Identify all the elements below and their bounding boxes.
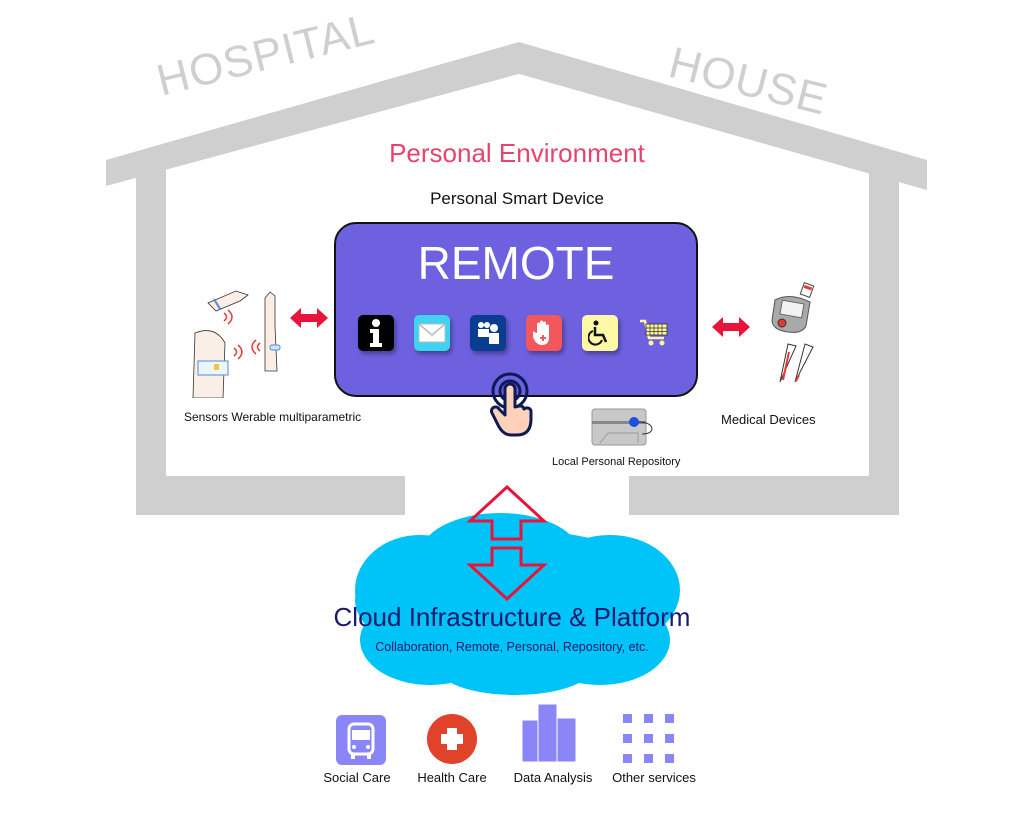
service-data-analysis[interactable]: [520, 702, 580, 769]
service-data-analysis-label: Data Analysis: [513, 770, 593, 785]
shopping-cart-icon[interactable]: [636, 315, 672, 351]
medical-devices-illustration: [771, 282, 815, 383]
medical-hand-icon[interactable]: [526, 315, 562, 351]
bar-chart-icon: [521, 703, 577, 763]
info-icon[interactable]: [358, 315, 394, 351]
local-repository-icon: [591, 408, 653, 446]
grid-dots-icon: [623, 714, 674, 763]
cloud-platform-subtitle: Collaboration, Remote, Personal, Reposit…: [375, 640, 649, 654]
cloud-shape: [355, 513, 680, 695]
bus-icon: [336, 715, 386, 765]
personal-environment-title: Personal Environment: [389, 138, 645, 168]
remote-title: REMOTE: [417, 237, 615, 289]
roof-interior: [166, 74, 869, 190]
floor-left: [136, 476, 405, 515]
local-repository-label: Local Personal Repository: [552, 456, 681, 468]
service-health-care[interactable]: [424, 712, 480, 773]
floor-right: [629, 476, 899, 515]
personal-smart-device-label: Personal Smart Device: [430, 189, 604, 208]
sensors-label: Sensors Werable multiparametric: [184, 410, 362, 424]
arrow-up: [466, 484, 548, 541]
people-icon[interactable]: [470, 315, 506, 351]
service-health-care-label: Health Care: [417, 770, 487, 785]
service-other-label: Other services: [612, 770, 696, 785]
right-wall: [869, 170, 899, 515]
wheelchair-icon[interactable]: [582, 315, 618, 351]
medical-link-arrow: [712, 317, 750, 337]
health-cross-icon: [427, 714, 477, 764]
service-social-care-label: Social Care: [323, 770, 391, 785]
left-wall: [136, 170, 166, 515]
arrow-down: [466, 546, 548, 602]
mail-icon[interactable]: [414, 315, 450, 351]
roof: [106, 42, 927, 190]
wearable-sensors-illustration: [192, 290, 281, 398]
medical-devices-label: Medical Devices: [721, 412, 816, 427]
service-other[interactable]: [619, 712, 679, 773]
sensor-link-arrow: [290, 308, 328, 328]
touch-hand-icon: [490, 372, 533, 437]
cloud-platform-title: Cloud Infrastructure & Platform: [333, 602, 691, 632]
service-social-care[interactable]: [333, 712, 389, 773]
